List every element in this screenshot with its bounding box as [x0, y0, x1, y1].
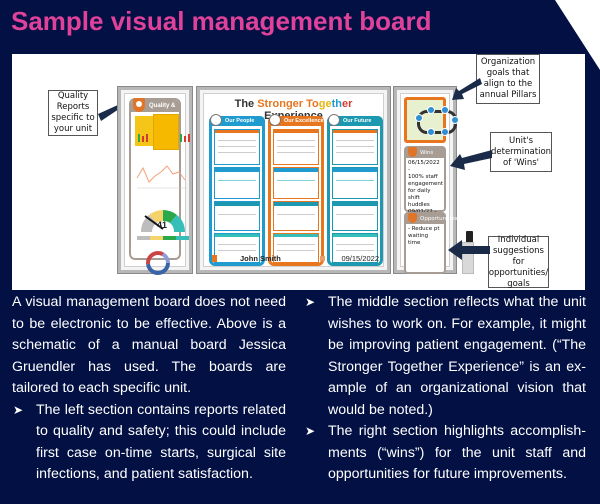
quality-safety-panel: Quality & Safety — [129, 98, 190, 275]
pillar-column-people: Our People — [209, 114, 265, 266]
bullet-arrow-icon: ➤ — [305, 424, 316, 438]
opportunities-text: - Reduce pt waiting time — [408, 226, 440, 246]
pillar-label-excellence: Our Excellence — [284, 118, 324, 124]
board-left-quality-safety: Quality & Safety — [117, 86, 193, 275]
bullet-item: ➤The middle section reflects what the un… — [305, 294, 586, 418]
excellence-pillar-icon — [269, 114, 281, 126]
owner-name: John Smith — [240, 254, 281, 263]
pillar-label-people: Our People — [225, 118, 255, 124]
flag-icon — [212, 255, 217, 262]
donut-chart — [146, 251, 170, 275]
arrow-to-org-goals — [452, 78, 482, 100]
pillar-column-future: Our Future — [327, 114, 383, 266]
board-middle-vision: The Stronger Together Experience Our Peo… — [196, 86, 391, 274]
callout-org-goals: Organization goals that align to the ann… — [476, 54, 540, 104]
arrow-to-wins — [450, 150, 492, 170]
bullet-arrow-icon: ➤ — [305, 295, 316, 309]
wins-panel: Wins 06/15/2022 - 100% staff engagement … — [404, 146, 446, 229]
opportunities-panel: Opportunities - Reduce pt waiting time — [404, 212, 458, 274]
people-pillar-icon — [210, 114, 222, 126]
wins-header: Wins — [420, 150, 434, 156]
callout-suggestions-text: Individual suggestions for opportunities… — [488, 234, 549, 289]
body-column-right: ➤The middle section reflects what the un… — [304, 292, 586, 486]
board-right-wins: Wins 06/15/2022 - 100% staff engagement … — [393, 86, 459, 274]
callout-wins-text: Unit's determination of 'Wins' — [490, 135, 552, 168]
callout-suggestions: Individual suggestions for opportunities… — [488, 234, 549, 289]
callout-org-goals-text: Organization goals that align to the ann… — [479, 57, 537, 100]
quality-badge-icon — [133, 98, 145, 112]
quality-metric-highlight — [153, 114, 179, 150]
intro-paragraph: A visual management board does not need … — [12, 294, 286, 396]
board-illustration: Quality Reports specific to your unit Qu… — [12, 54, 585, 290]
future-pillar-icon — [328, 114, 340, 126]
bullet-arrow-icon: ➤ — [13, 402, 24, 417]
callout-quality-reports: Quality Reports specific to your unit — [48, 90, 98, 136]
arrow-to-opportunities — [448, 240, 490, 260]
gauge-legend — [137, 236, 189, 240]
mini-bar-chart-left — [137, 132, 151, 142]
pillar-label-future: Our Future — [343, 118, 372, 124]
callout-quality-text: Quality Reports specific to your unit — [51, 91, 95, 134]
lightbulb-icon — [408, 213, 417, 223]
marker-pen-icon — [466, 231, 473, 243]
callout-wins: Unit's determination of 'Wins' — [490, 132, 552, 172]
gauge-chart — [140, 209, 186, 232]
body-column-left: A visual management board does not need … — [12, 292, 286, 486]
figure-title: Sample visual management board — [11, 6, 432, 36]
pillar-column-excellence: Our Excellence — [268, 114, 324, 266]
bullet-item: ➤The left section contains reports relat… — [13, 401, 286, 483]
board-date: 09/15/2022 — [341, 254, 379, 263]
opportunities-header: Opportunities — [420, 216, 458, 222]
organization-goals-graphic — [404, 97, 459, 143]
mini-bar-chart-right — [179, 132, 193, 142]
calendar-icon — [320, 256, 325, 261]
trend-line-chart — [136, 165, 187, 189]
bullet-item: ➤The right section highlights accomplish… — [305, 423, 586, 482]
gauge-value: 41 — [157, 220, 168, 230]
trophy-icon — [408, 147, 417, 157]
